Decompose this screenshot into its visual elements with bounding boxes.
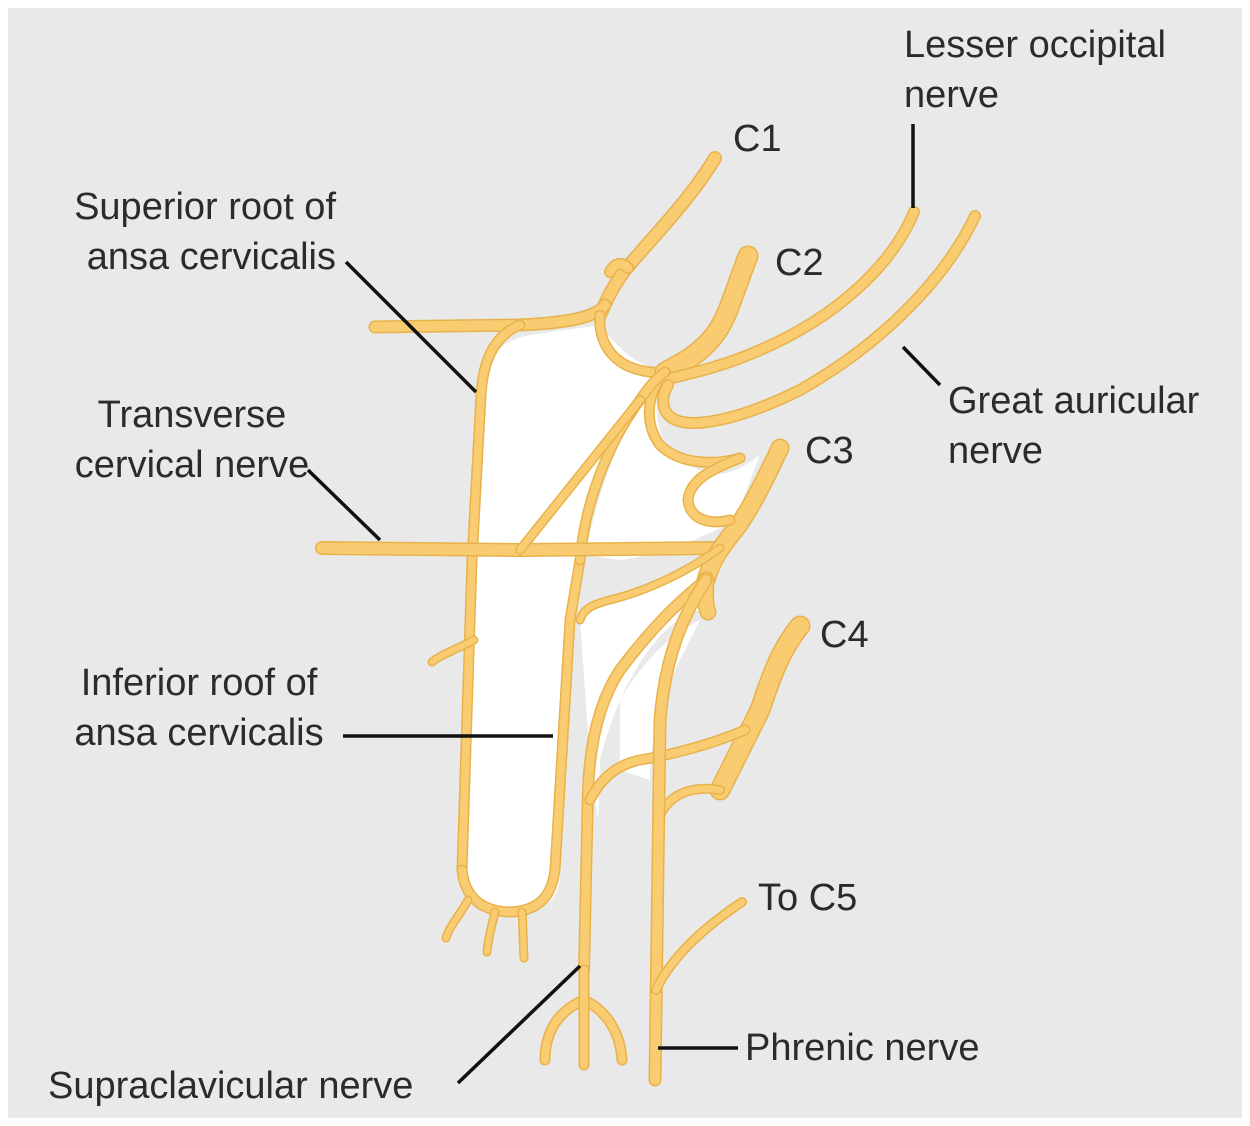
nerve-ansa-twig-1	[446, 900, 468, 938]
nerve-c1-root	[600, 158, 715, 315]
label-to-c5: To C5	[758, 873, 857, 923]
nerve-c4-root	[720, 626, 800, 790]
label-great-auricular-line1: Great auricular	[948, 376, 1199, 426]
label-superior-root-line1: Superior root of	[44, 182, 336, 232]
label-inferior-root-line1: Inferior roof of	[62, 658, 336, 708]
label-inferior-root-line2: ansa cervicalis	[62, 708, 336, 758]
label-superior-root-line2: ansa cervicalis	[44, 232, 336, 282]
label-transverse-cervical-line2: cervical nerve	[42, 440, 342, 490]
label-lesser-occipital-line1: Lesser occipital	[904, 20, 1166, 70]
label-phrenic: Phrenic nerve	[745, 1023, 979, 1073]
label-superior-root: Superior root of ansa cervicalis	[44, 182, 336, 282]
label-supraclavicular: Supraclavicular nerve	[48, 1061, 413, 1111]
label-great-auricular-line2: nerve	[948, 426, 1199, 476]
label-lesser-occipital: Lesser occipital nerve	[904, 20, 1166, 120]
leader-great-auricular	[903, 347, 940, 385]
leader-supraclavicular	[458, 966, 580, 1083]
label-transverse-cervical-line1: Transverse	[42, 390, 342, 440]
label-great-auricular: Great auricular nerve	[948, 376, 1199, 476]
label-c3: C3	[805, 426, 854, 476]
label-c1: C1	[733, 114, 782, 164]
label-lesser-occipital-line2: nerve	[904, 70, 1166, 120]
label-transverse-cervical: Transverse cervical nerve	[42, 390, 342, 490]
label-inferior-root: Inferior roof of ansa cervicalis	[62, 658, 336, 758]
label-c2: C2	[775, 238, 824, 288]
nerve-ansa-twig-3	[522, 912, 524, 958]
label-c4: C4	[820, 610, 869, 660]
